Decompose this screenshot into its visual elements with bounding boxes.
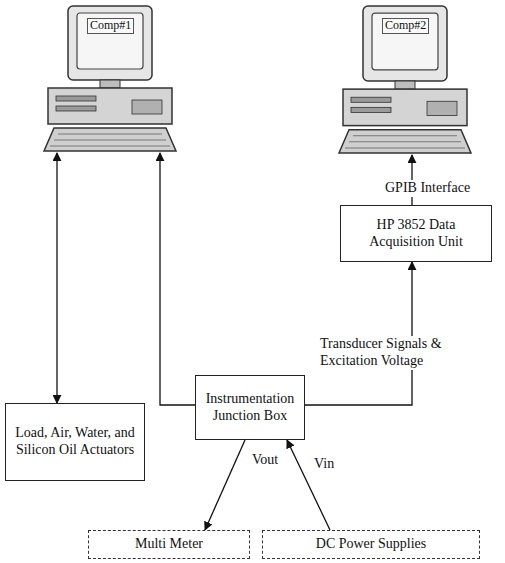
keyboard	[339, 130, 471, 153]
monitor-screen	[77, 13, 143, 69]
signal-connector	[287, 440, 330, 530]
equipment-box: Multi Meter	[88, 530, 250, 559]
computer-node: Comp#2	[335, 5, 475, 155]
process-box: Load, Air, Water, and Silicon Oil Actuat…	[5, 403, 145, 481]
signal-connector	[160, 153, 195, 405]
monitor-case	[363, 6, 447, 81]
signal-connector	[56, 153, 57, 403]
keyboard	[44, 128, 176, 151]
screen-label: Comp#2	[382, 18, 429, 34]
connector-label: Vout	[250, 452, 280, 469]
box-label: Instrumentation Junction Box	[202, 391, 298, 425]
signal-connector	[205, 440, 245, 530]
process-box: Instrumentation Junction Box	[195, 375, 305, 440]
computer-node: Comp#1	[40, 5, 180, 153]
screen-label: Comp#1	[87, 18, 134, 34]
keyboard-keys	[50, 134, 170, 146]
signal-connector	[305, 262, 412, 405]
drive-slot	[56, 96, 96, 101]
box-label: Load, Air, Water, and Silicon Oil Actuat…	[12, 425, 138, 459]
connector-label: Transducer Signals & Excitation Voltage	[318, 336, 450, 370]
monitor-case	[68, 6, 152, 80]
monitor-neck	[395, 81, 415, 89]
drive-slot	[351, 107, 391, 112]
box-label: DC Power Supplies	[316, 536, 426, 553]
drive-slot	[56, 106, 96, 111]
monitor-neck	[100, 80, 120, 88]
front-panel	[132, 100, 162, 114]
system-unit	[48, 88, 172, 124]
keyboard-keys	[345, 136, 465, 148]
box-label: HP 3852 Data Acquisition Unit	[347, 217, 485, 251]
process-box: HP 3852 Data Acquisition Unit	[340, 205, 492, 262]
front-panel	[427, 101, 457, 115]
monitor-screen	[372, 13, 438, 70]
box-label: Multi Meter	[135, 536, 203, 553]
drive-slot	[351, 97, 391, 102]
connector-label: GPIB Interface	[383, 180, 472, 197]
system-unit	[343, 89, 467, 125]
connector-label: Vin	[312, 456, 336, 473]
equipment-box: DC Power Supplies	[262, 530, 480, 559]
